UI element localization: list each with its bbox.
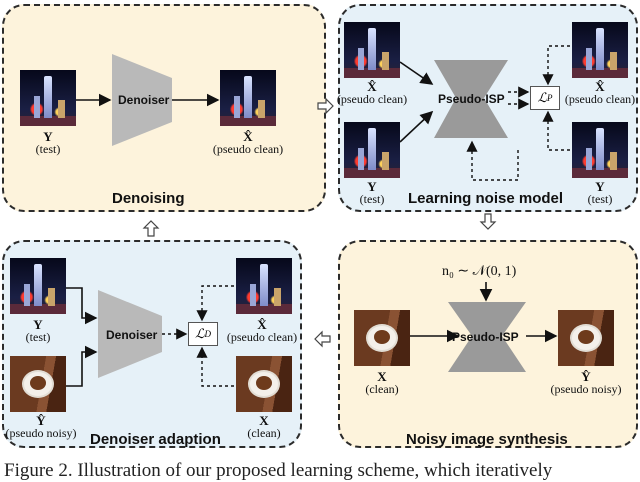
denoiser-shape-top <box>112 54 172 146</box>
synthesis-pseudo-noisy-image <box>558 310 614 366</box>
x-symbol: X <box>259 413 269 428</box>
label-xhat-pseudo-clean: X̂ (pseudo clean) <box>208 130 288 156</box>
y-symbol-3: Y <box>595 179 605 194</box>
test-text: (test) <box>35 142 61 156</box>
pseudo-isp-shape-top <box>434 60 508 138</box>
pseudo-isp-label-top: Pseudo-ISP <box>438 92 505 106</box>
label-learning-input-xhat: X̂ (pseudo clean) <box>334 80 410 106</box>
adaption-clean-image <box>236 356 292 412</box>
panel-title-synthesis: Noisy image synthesis <box>406 431 568 448</box>
label-synthesis-yhat: Ŷ (pseudo noisy) <box>544 370 628 396</box>
pseudo-clean-image <box>220 70 276 126</box>
xhat-symbol: X̂ <box>243 129 253 144</box>
label-learning-output-xhat: X̂ (pseudo clean) <box>562 80 638 106</box>
label-y-test: Y (test) <box>20 130 76 156</box>
synthesis-clean-image <box>354 310 410 366</box>
label-adaption-xhat: X̂ (pseudo clean) <box>224 318 300 344</box>
pseudo-noisy-text-2: (pseudo noisy) <box>550 382 622 396</box>
arrow-learning-to-synthesis <box>479 213 497 230</box>
test-text-2: (test) <box>359 192 385 206</box>
loss-subscript-d: D <box>204 329 211 339</box>
panel-title-learning: Learning noise model <box>408 190 564 207</box>
xhat-symbol-4: X̂ <box>257 317 267 332</box>
loss-subscript-p: P <box>546 93 553 103</box>
learning-output-test-image <box>572 122 628 178</box>
y-symbol-2: Y <box>367 179 377 194</box>
y-symbol-4: Y <box>33 317 43 332</box>
pseudo-clean-text: (pseudo clean) <box>212 142 284 156</box>
pseudo-clean-text-4: (pseudo clean) <box>226 330 298 344</box>
pseudo-noisy-text: (pseudo noisy) <box>5 426 77 440</box>
loss-symbol-2: ℒ <box>195 326 205 341</box>
xhat-symbol-3: X̂ <box>595 79 605 94</box>
pseudo-clean-text-3: (pseudo clean) <box>564 92 636 106</box>
test-text-3: (test) <box>587 192 613 206</box>
adaption-test-image <box>10 258 66 314</box>
pseudo-isp-shape-bottom <box>448 302 526 372</box>
label-adaption-y: Y (test) <box>10 318 66 344</box>
label-adaption-x: X (clean) <box>236 414 292 440</box>
learning-input-pseudo-clean-image <box>344 22 400 78</box>
noise-equation: n₀ ∼ 𝒩(0, 1) <box>442 264 517 279</box>
yhat-symbol-2: Ŷ <box>581 369 591 384</box>
label-learning-input-y: Y (test) <box>344 180 400 206</box>
denoiser-label-bottom: Denoiser <box>106 328 158 342</box>
denoiser-shape-bottom <box>98 290 162 378</box>
arrow-synthesis-to-adaption <box>314 330 331 348</box>
yhat-symbol: Ŷ <box>36 413 46 428</box>
test-text-4: (test) <box>25 330 51 344</box>
xhat-symbol-2: X̂ <box>367 79 377 94</box>
label-learning-output-y: Y (test) <box>572 180 628 206</box>
label-adaption-yhat: Ŷ (pseudo noisy) <box>0 414 82 440</box>
label-synthesis-x: X (clean) <box>354 370 410 396</box>
panel-title-denoising: Denoising <box>112 190 185 207</box>
learning-output-pseudo-clean-image <box>572 22 628 78</box>
adaption-pseudo-clean-image <box>236 258 292 314</box>
clean-text: (clean) <box>247 426 281 440</box>
y-symbol: Y <box>43 129 53 144</box>
loss-symbol: ℒ <box>537 90 547 105</box>
learning-input-test-image <box>344 122 400 178</box>
noisy-test-image <box>20 70 76 126</box>
arrow-adaption-to-denoising <box>142 220 160 237</box>
x-symbol-2: X <box>377 369 387 384</box>
clean-text-2: (clean) <box>365 382 399 396</box>
arrow-denoising-to-learning <box>317 97 334 115</box>
panel-title-adaption: Denoiser adaption <box>90 431 221 448</box>
pseudo-clean-text-2: (pseudo clean) <box>336 92 408 106</box>
pseudo-isp-label-bottom: Pseudo-ISP <box>452 330 519 344</box>
denoiser-label-top: Denoiser <box>118 93 170 107</box>
adaption-pseudo-noisy-image <box>10 356 66 412</box>
figure-caption: Figure 2. Illustration of our proposed l… <box>4 460 553 481</box>
